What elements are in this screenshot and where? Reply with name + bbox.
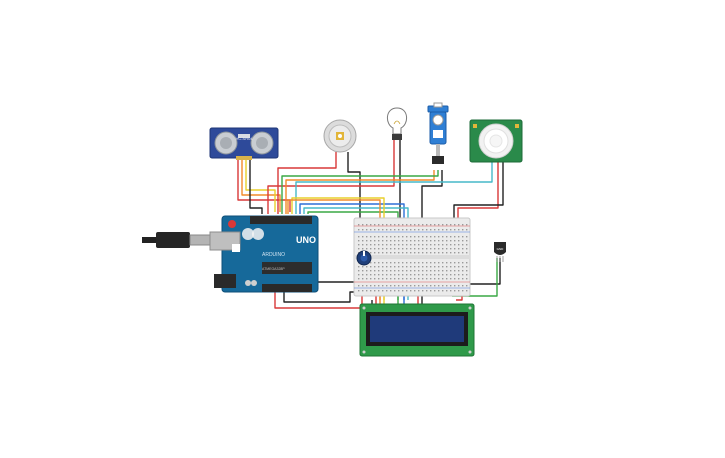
wire-servo-green	[281, 170, 439, 214]
analog-header	[262, 284, 312, 292]
power-jack	[214, 274, 236, 288]
wire-bulb-red	[267, 140, 395, 214]
wire-power-red	[274, 282, 363, 309]
wire-servo-black	[421, 170, 443, 222]
wire-ultrasonic-black	[249, 160, 263, 214]
wire-motor-red	[277, 152, 337, 214]
wire-pir-red	[457, 162, 499, 222]
light-bulb[interactable]	[387, 107, 407, 140]
chip-label: ATMEGA328P	[262, 267, 285, 271]
lcd-display[interactable]	[359, 303, 475, 357]
usb-cable	[142, 232, 211, 248]
wire-pir-black	[453, 162, 504, 222]
wires	[237, 140, 504, 309]
atmega-chip	[262, 262, 312, 274]
temperature-sensor[interactable]: GND	[494, 242, 506, 262]
wire-ultrasonic-yellow	[245, 160, 276, 212]
temperature-sensor-label: GND	[497, 247, 505, 251]
wire-gnd-black	[283, 282, 360, 303]
ultrasonic-label: HC-SR04	[235, 136, 253, 141]
wire-motor-black	[347, 152, 361, 222]
arduino-uno[interactable]: UNO ARDUINO ATMEGA328P	[209, 215, 319, 293]
wire-ultrasonic-red	[237, 160, 291, 212]
arduino-uno-label: UNO	[296, 235, 316, 245]
ultrasonic-sensor[interactable]: HC-SR04	[209, 127, 279, 160]
servo-motor[interactable]	[427, 102, 449, 164]
wire-ultrasonic-orange	[241, 160, 281, 212]
reset-button	[228, 220, 236, 228]
potentiometer[interactable]	[356, 250, 372, 266]
dc-motor[interactable]	[323, 119, 357, 153]
pir-sensor[interactable]	[469, 119, 523, 163]
arduino-brand-label: ARDUINO	[262, 252, 285, 258]
breadboard-holes	[358, 224, 468, 292]
digital-header	[250, 216, 312, 224]
wire-servo-orange	[285, 170, 435, 214]
breadboard[interactable]	[353, 217, 471, 297]
